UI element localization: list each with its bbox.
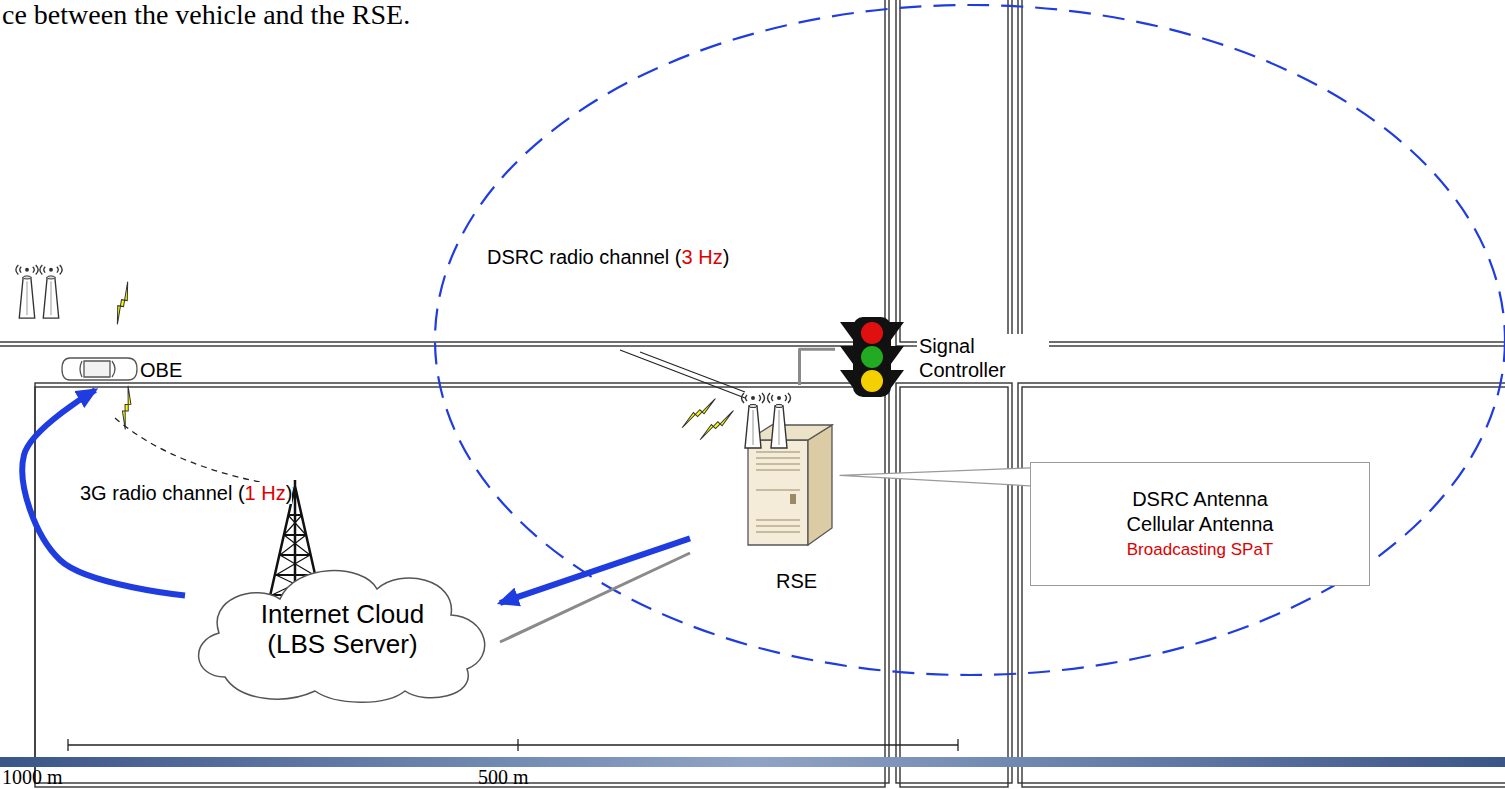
street-grid-part bbox=[900, 0, 1008, 342]
vehicle-antennas bbox=[16, 265, 62, 318]
callout-box: DSRC Antenna Cellular AntennaBroadcastin… bbox=[1030, 462, 1370, 586]
traffic-light bbox=[840, 317, 904, 397]
text-label: 500 m bbox=[478, 766, 529, 788]
rse-cabinet-part bbox=[748, 440, 808, 545]
rse-antennas-part bbox=[742, 393, 765, 448]
traffic-light-part bbox=[840, 322, 904, 392]
scale-bar-part bbox=[67, 739, 68, 751]
dsrc-beam-lines-part bbox=[640, 352, 745, 392]
node-label: Internet Cloud (LBS Server) bbox=[235, 600, 450, 660]
dsrc-beam-lines-part bbox=[620, 350, 745, 398]
data-flow-arrow bbox=[500, 538, 690, 603]
street-grid-part bbox=[1022, 0, 1505, 342]
text-label: 1000 m bbox=[2, 766, 63, 788]
frequency-label: 3 Hz bbox=[682, 246, 723, 268]
street-grid-part bbox=[35, 387, 885, 787]
node-note: Broadcasting SPaT bbox=[1127, 540, 1273, 560]
street-grid-part bbox=[896, 0, 1012, 346]
radio-bolts-part bbox=[102, 281, 143, 324]
vehicle-antennas-part bbox=[40, 265, 62, 318]
street-grid-part bbox=[1018, 0, 1505, 346]
footer-band bbox=[0, 757, 1505, 767]
cloud-shape bbox=[199, 571, 485, 703]
label-line: 3G radio channel (1 Hz) bbox=[80, 482, 292, 504]
scale-bar-part bbox=[957, 739, 958, 751]
vehicle-antennas-part bbox=[16, 265, 38, 318]
node-label: OBE bbox=[140, 358, 182, 382]
street-grid-part bbox=[900, 387, 1008, 787]
street-grid-part bbox=[1022, 387, 1505, 787]
signal-wire bbox=[800, 349, 836, 385]
signal-controller: Signal Controller bbox=[835, 318, 1075, 400]
rse-antennas-part bbox=[768, 393, 791, 448]
radio-bolts-part bbox=[695, 410, 739, 440]
traffic-light-part bbox=[861, 322, 883, 344]
vehicle-car-part bbox=[80, 361, 115, 377]
scale-bar-part bbox=[68, 744, 958, 745]
vehicle-obe: OBE bbox=[60, 352, 191, 390]
radio-bolts-part bbox=[108, 385, 145, 430]
internet-cloud: Internet Cloud (LBS Server) bbox=[185, 555, 500, 705]
text-label: 3G radio channel ( bbox=[80, 482, 245, 504]
scale-bar-part bbox=[517, 739, 518, 751]
label-line: 500 m bbox=[478, 766, 529, 788]
text-label: ce between the vehicle and the RSE. bbox=[2, 0, 410, 31]
node-label: Signal Controller bbox=[917, 334, 1049, 382]
street-grid-part bbox=[0, 0, 885, 342]
label-line: ce between the vehicle and the RSE. bbox=[2, 0, 410, 31]
vehicle-car-part bbox=[62, 358, 137, 380]
dsrc-beam-lines bbox=[620, 350, 745, 398]
radio-bolts bbox=[102, 281, 739, 440]
roadside-equipment: RSE bbox=[690, 385, 840, 595]
callout-pointer bbox=[840, 468, 1030, 486]
rse-cabinet-part bbox=[808, 425, 832, 545]
street-grid-part bbox=[896, 383, 1012, 783]
3g-radio-link bbox=[115, 418, 293, 488]
vehicle-car-part bbox=[84, 361, 110, 377]
text-label: DSRC radio channel ( bbox=[487, 246, 682, 268]
street-grid-part bbox=[1018, 383, 1505, 783]
text-label: ) bbox=[286, 482, 293, 504]
dsrc-coverage-ellipse bbox=[435, 5, 1505, 675]
rse-cabinet-part bbox=[756, 452, 800, 532]
network-wire bbox=[500, 553, 690, 642]
traffic-light-part bbox=[853, 317, 891, 397]
street-grid-part bbox=[0, 0, 889, 346]
traffic-light-part bbox=[861, 370, 883, 392]
traffic-light-part bbox=[861, 346, 883, 368]
label-line: 1000 m bbox=[2, 766, 63, 788]
node-label: DSRC Antenna Cellular Antenna bbox=[1114, 487, 1286, 537]
frequency-label: 1 Hz bbox=[245, 482, 286, 504]
rse-cabinet-part bbox=[790, 494, 796, 504]
node-label: RSE bbox=[776, 569, 817, 593]
text-label: ) bbox=[723, 246, 730, 268]
rse-antennas bbox=[742, 393, 791, 448]
vehicle-car bbox=[62, 358, 137, 380]
scale-bar bbox=[68, 739, 958, 751]
label-line: DSRC radio channel (3 Hz) bbox=[487, 246, 729, 268]
radio-bolts-part bbox=[677, 398, 721, 428]
